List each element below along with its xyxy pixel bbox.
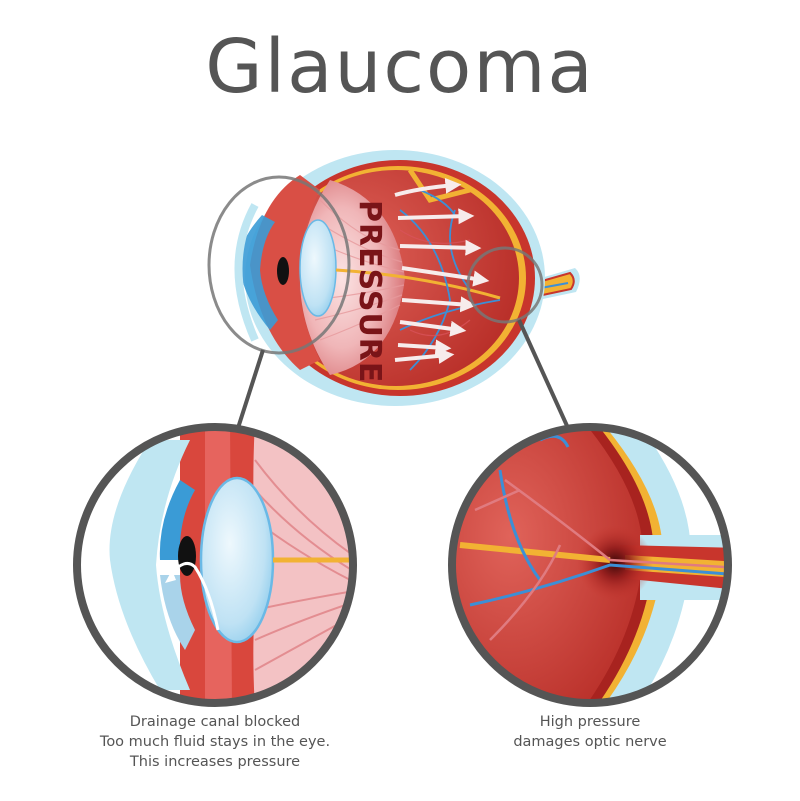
caption-line: damages optic nerve [513,734,667,750]
blood-vessels [399,189,501,371]
callout-marker-front-eye [207,175,351,355]
pressure-arrows [394,177,490,364]
zoom-callout-front-eye [73,423,357,707]
pupil [277,257,289,285]
eye-cross-section-illustration: PRESSURE [234,150,580,406]
cornea [239,215,278,330]
optic-nerve-damage [577,525,653,601]
caption-line: Drainage canal blocked [129,714,301,730]
pressure-label: PRESSURE [352,200,387,383]
caption-drainage-blocked: Drainage canal blocked Too much fluid st… [60,712,370,772]
caption-line: High pressure [539,714,641,730]
caption-line: Too much fluid stays in the eye. [99,734,331,750]
caption-line: This increases pressure [129,754,301,770]
caption-optic-nerve-damage: High pressure damages optic nerve [440,712,740,752]
lens [299,219,337,317]
page-title: Glaucoma [205,24,595,110]
zoom-circle-left-border [73,423,357,707]
zoom-callout-optic-nerve [448,423,732,707]
connector-line-right [517,319,570,429]
fluid-flow-arrow [168,561,220,631]
callout-marker-optic-nerve [466,246,544,324]
zoom-circle-right-border [448,423,732,707]
connector-line-left [236,349,265,429]
